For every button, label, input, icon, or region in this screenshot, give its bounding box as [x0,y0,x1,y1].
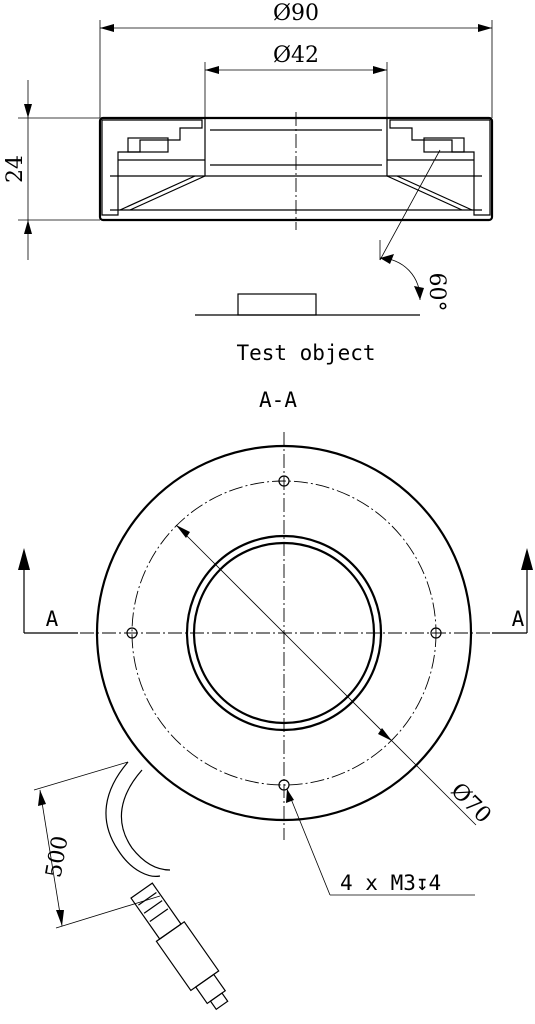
bolt-circle-label: Ø70 [445,778,495,828]
inner-diameter-dimension: Ø42 [204,43,388,125]
hole-right [430,627,442,639]
bolt-circle-dimension: Ø70 [175,524,496,829]
hole-top [278,475,290,487]
section-title: A-A [259,388,297,412]
angle-label: 60° [424,273,449,312]
side-section-view: Ø90 Ø42 24 [3,1,494,365]
hole-callout: 4 x M3↧4 [286,788,475,896]
inner-diameter-label: Ø42 [273,43,319,68]
connector-plug [155,920,220,992]
test-object-block [237,293,317,316]
right-housing-section [389,119,491,216]
test-object-label: Test object [236,341,375,365]
outer-diameter-label: Ø90 [273,1,319,26]
section-mark-right: A [492,548,533,634]
cable-length-label: 500 [42,834,74,880]
svg-text:A: A [512,607,525,631]
hole-left [126,627,138,639]
svg-text:A: A [46,607,59,631]
hole-spec-label: 4 x M3↧4 [340,871,441,895]
plan-view: A-A A A Ø70 [18,388,533,1011]
connector-body [130,882,182,940]
hole-bottom [278,779,290,791]
section-mark-left: A [18,548,78,634]
cable-length-dimension: 500 [33,761,161,929]
left-housing-section [101,119,203,216]
height-label: 24 [3,155,28,183]
height-dimension: 24 [3,80,100,260]
cable [105,761,229,1011]
outer-diameter-dimension: Ø90 [99,1,493,118]
